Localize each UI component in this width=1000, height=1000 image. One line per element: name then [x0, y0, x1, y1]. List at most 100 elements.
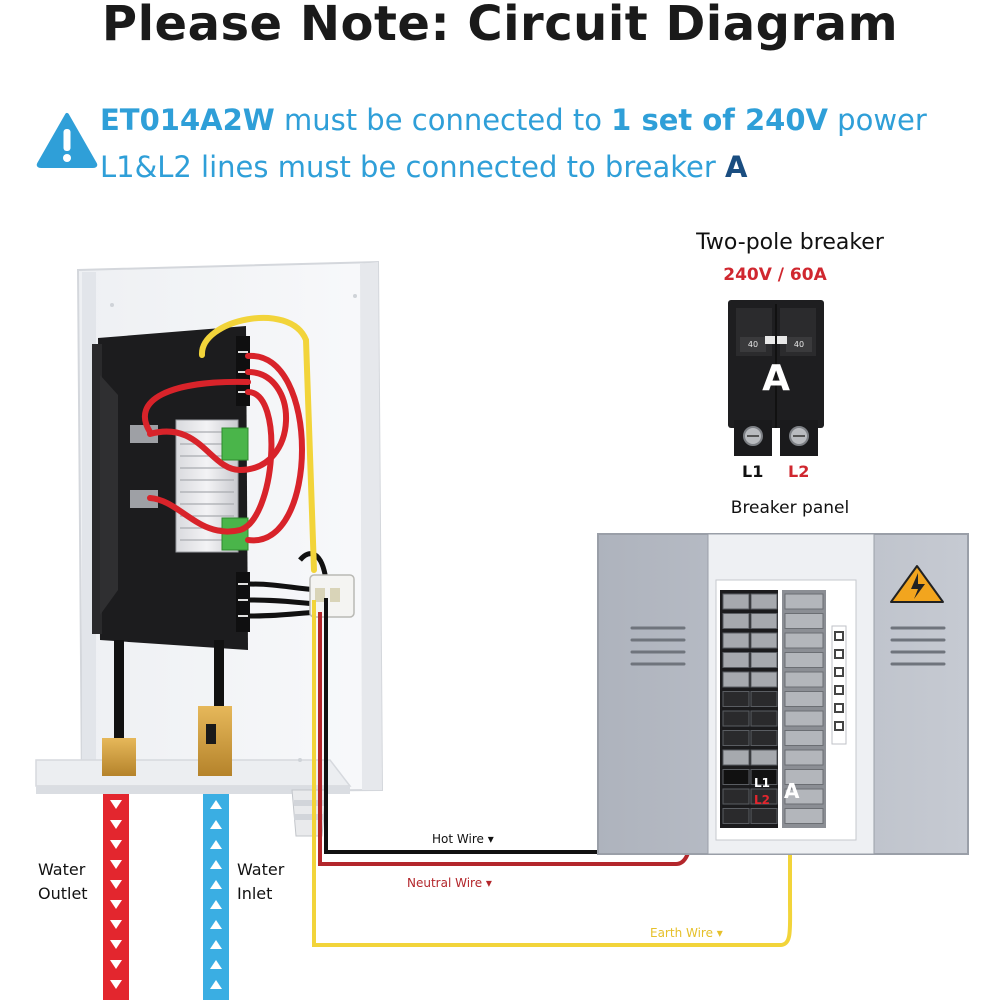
panel-terminal-screw	[834, 649, 844, 659]
flow-down-arrow-icon	[110, 900, 122, 909]
water-outlet-pipe	[103, 794, 129, 1000]
panel-breaker-slot	[784, 769, 824, 785]
flow-up-arrow-icon	[210, 880, 222, 889]
flow-up-arrow-icon	[210, 840, 222, 849]
panel-terminal-screw	[834, 667, 844, 677]
two-pole-breaker	[728, 300, 824, 456]
flow-down-arrow-icon	[110, 920, 122, 929]
note-breaker-letter: A	[724, 150, 748, 184]
panel-terminal-screw	[834, 703, 844, 713]
water-outlet-line2: Outlet	[38, 884, 88, 903]
panel-breaker-slot	[722, 788, 750, 805]
flow-up-arrow-icon	[210, 860, 222, 869]
panel-breaker-slot	[722, 671, 750, 688]
panel-breaker-slot	[750, 632, 778, 649]
breaker-panel	[597, 533, 969, 855]
breaker-l2-label: L2	[788, 462, 810, 481]
panel-breaker-slot	[750, 749, 778, 766]
panel-breaker-slot	[750, 808, 778, 824]
panel-breaker-slot	[784, 788, 824, 805]
panel-l1-label: L1	[754, 776, 770, 790]
panel-breaker-slot	[784, 632, 824, 649]
breaker-letter: A	[762, 358, 790, 399]
panel-breaker-slot	[750, 710, 778, 727]
note-text-2: L1&L2 lines must be connected to breaker	[100, 150, 716, 184]
breaker-title: Two-pole breaker	[696, 230, 884, 255]
page-title: Please Note: Circuit Diagram	[101, 0, 899, 52]
water-inlet-line1: Water	[237, 860, 285, 879]
panel-breaker-slot	[784, 749, 824, 766]
panel-breaker-slot	[750, 613, 778, 629]
note-line-1: ET014A2W must be connected to 1 set of 2…	[100, 103, 927, 137]
panel-breaker-slot	[750, 652, 778, 668]
flow-down-arrow-icon	[110, 880, 122, 889]
breaker-amp-right: 40	[793, 340, 805, 349]
water-outlet-label: Water Outlet	[38, 858, 88, 906]
panel-breaker-slot	[750, 593, 778, 610]
panel-breaker-letter: A	[784, 779, 800, 803]
flow-up-arrow-icon	[210, 800, 222, 809]
panel-terminal-screw	[834, 685, 844, 695]
hot-wire-label: Hot Wire ▾	[432, 832, 494, 846]
panel-breaker-slot	[750, 671, 778, 688]
flow-up-arrow-icon	[210, 940, 222, 949]
water-heater-unit	[35, 260, 384, 837]
flow-down-arrow-icon	[110, 840, 122, 849]
flow-down-arrow-icon	[110, 960, 122, 969]
note-voltage: 1 set of 240V	[611, 103, 828, 137]
panel-breaker-slot	[784, 613, 824, 629]
panel-breaker-slot	[722, 808, 750, 824]
breaker-rating: 240V / 60A	[723, 265, 827, 285]
panel-breaker-slot	[750, 769, 778, 785]
water-inlet-line2: Inlet	[237, 884, 273, 903]
panel-breaker-slot	[722, 710, 750, 727]
breaker-panel-label: Breaker panel	[730, 498, 850, 518]
earth-wire-internal	[198, 315, 317, 573]
earth-wire-label: Earth Wire ▾	[650, 926, 723, 940]
flow-down-arrow-icon	[110, 800, 122, 809]
panel-breaker-slot	[722, 593, 750, 610]
panel-breaker-slot	[784, 691, 824, 707]
flow-up-arrow-icon	[210, 820, 222, 829]
flow-down-arrow-icon	[110, 860, 122, 869]
breaker-amp-left: 40	[747, 340, 759, 349]
panel-breaker-slot	[722, 632, 750, 649]
warning-icon	[36, 113, 98, 168]
earth-wire	[312, 600, 793, 947]
panel-breaker-slot	[784, 652, 824, 668]
panel-breaker-slot	[722, 691, 750, 707]
panel-terminal-screw	[834, 631, 844, 641]
panel-breaker-slot	[722, 769, 750, 785]
panel-breaker-slot	[722, 749, 750, 766]
panel-breaker-slot	[784, 808, 824, 824]
panel-breaker-slot	[784, 710, 824, 727]
panel-breaker-slot	[784, 730, 824, 746]
panel-breaker-slot	[750, 730, 778, 746]
note-text: must be connected to	[283, 103, 602, 137]
panel-breaker-slot	[750, 691, 778, 707]
flow-down-arrow-icon	[110, 980, 122, 989]
note-text-end: power	[837, 103, 927, 137]
neutral-wire-label: Neutral Wire ▾	[407, 876, 492, 890]
flow-up-arrow-icon	[210, 920, 222, 929]
water-inlet-pipe	[203, 794, 229, 1000]
panel-breaker-slot	[722, 652, 750, 668]
flow-up-arrow-icon	[210, 980, 222, 989]
panel-breaker-slot	[750, 788, 778, 805]
panel-breaker-slot	[784, 671, 824, 688]
water-inlet-label: Water Inlet	[237, 858, 284, 906]
panel-breaker-slot	[722, 613, 750, 629]
panel-l2-label: L2	[754, 793, 770, 807]
water-outlet-line1: Water	[38, 860, 86, 879]
flow-up-arrow-icon	[210, 900, 222, 909]
breaker-l1-label: L1	[742, 462, 764, 481]
flow-up-arrow-icon	[210, 960, 222, 969]
panel-breaker-slot	[784, 593, 824, 610]
panel-breaker-slot	[722, 730, 750, 746]
model-number: ET014A2W	[100, 103, 275, 137]
note-line-2: L1&L2 lines must be connected to breaker…	[100, 150, 747, 184]
flow-down-arrow-icon	[110, 820, 122, 829]
panel-terminal-screw	[834, 721, 844, 731]
flow-down-arrow-icon	[110, 940, 122, 949]
